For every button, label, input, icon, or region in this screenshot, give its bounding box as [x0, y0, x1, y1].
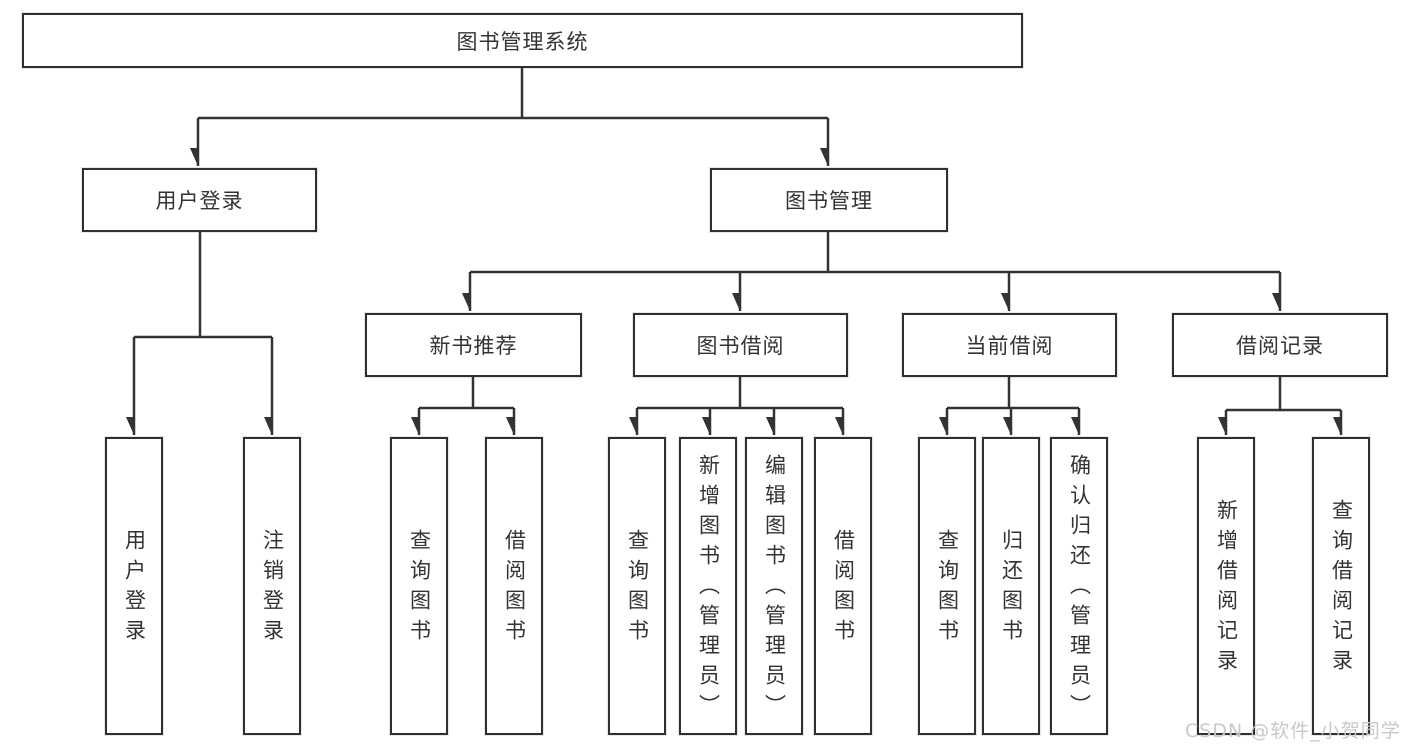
connector-book-mgmt-split — [470, 232, 1280, 274]
connector-current-borrow-split — [947, 377, 1079, 410]
node-library-system-root: 图书管理系统 — [22, 13, 1023, 68]
node-user-login: 用户登录 — [82, 168, 317, 232]
connector-borrow-records-split — [1226, 377, 1341, 412]
leaf-query-books-borrow: 查询图书 — [608, 437, 666, 735]
leaf-user-login: 用户登录 — [105, 437, 163, 735]
connector-new-book-split — [419, 377, 514, 410]
leaf-add-book-admin: 新增图书（管理员） — [679, 437, 737, 735]
connector-root-split — [198, 68, 828, 120]
leaf-confirm-return-admin: 确认归还（管理员） — [1050, 437, 1108, 735]
node-current-borrowing: 当前借阅 — [902, 313, 1117, 377]
csdn-watermark: CSDN @软件_小贺同学 — [1185, 720, 1401, 742]
leaf-edit-book-admin: 编辑图书（管理员） — [745, 437, 803, 735]
leaf-return-book: 归还图书 — [982, 437, 1040, 735]
connector-book-borrow-split — [637, 377, 843, 410]
leaf-borrow-books-recommend: 借阅图书 — [485, 437, 543, 735]
leaf-query-books-current: 查询图书 — [918, 437, 976, 735]
leaf-borrow-books: 借阅图书 — [814, 437, 872, 735]
node-book-borrowing: 图书借阅 — [633, 313, 848, 377]
leaf-query-borrow-record: 查询借阅记录 — [1312, 437, 1370, 735]
leaf-logout: 注销登录 — [243, 437, 301, 735]
node-new-book-recommend: 新书推荐 — [365, 313, 582, 377]
connector-user-login-split — [134, 232, 272, 339]
leaf-query-books-recommend: 查询图书 — [390, 437, 448, 735]
leaf-add-borrow-record: 新增借阅记录 — [1197, 437, 1255, 735]
node-book-management: 图书管理 — [710, 168, 948, 232]
connector-arrows — [134, 118, 1343, 435]
node-borrowing-records: 借阅记录 — [1172, 313, 1388, 377]
